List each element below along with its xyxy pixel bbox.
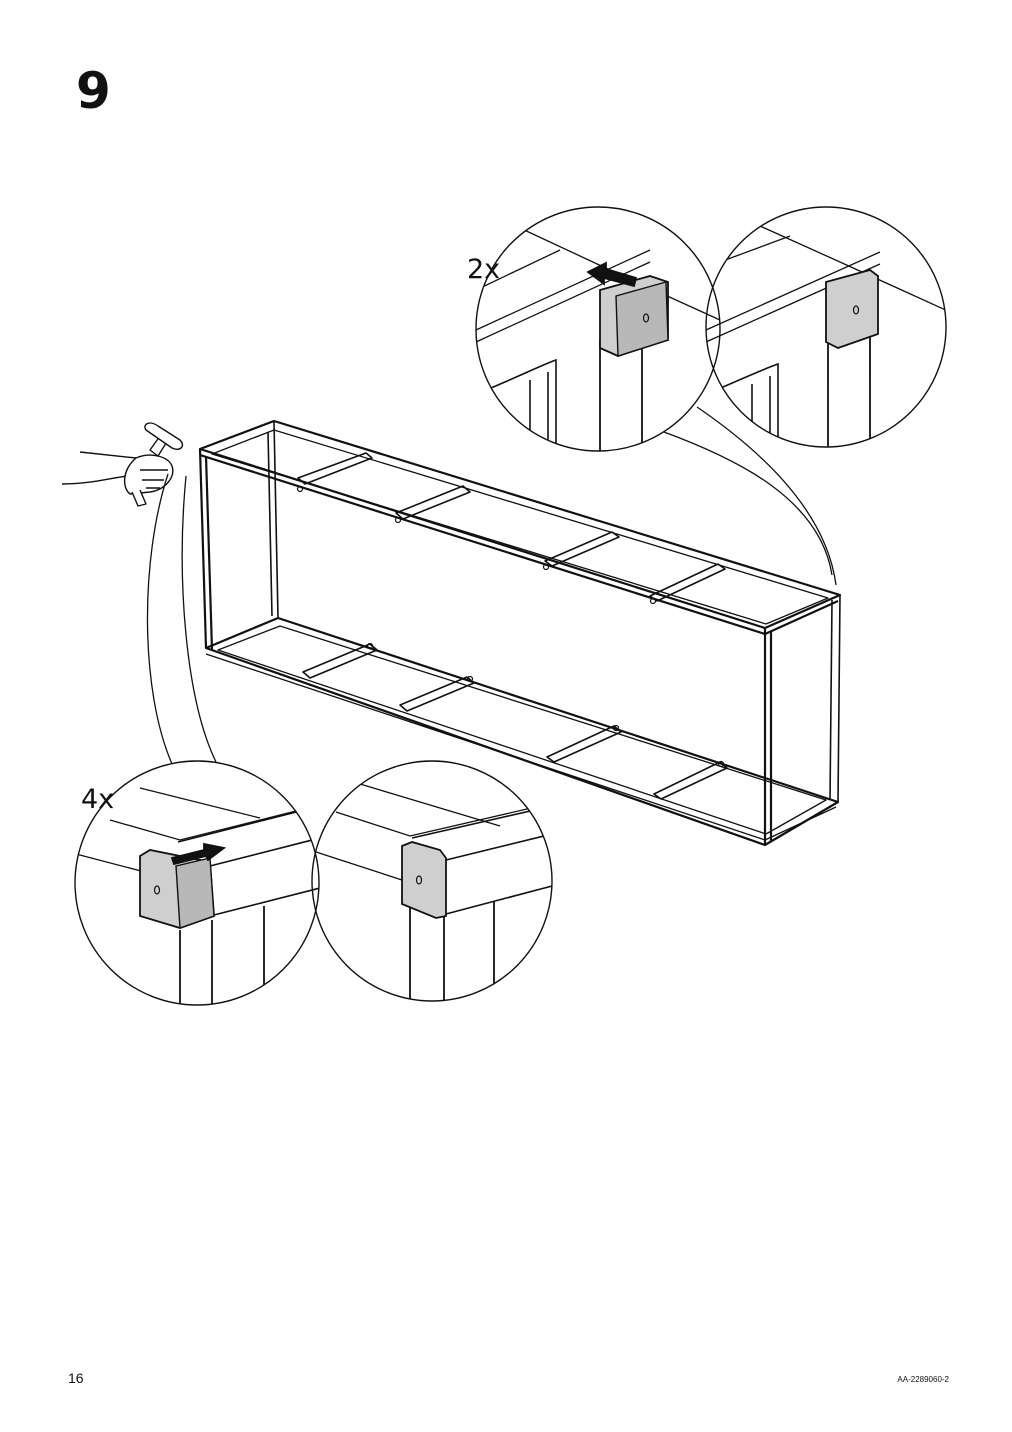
detail-top-result [706,225,946,447]
quantity-label-bottom: 4x [81,784,115,815]
detail-bottom-insert [75,787,319,1005]
shelf-frame [198,419,842,847]
step-number: 9 [76,62,111,120]
push-arrow-icon [170,842,227,866]
page-number: 16 [68,1370,84,1386]
callout-lines [146,406,837,765]
document-code: AA-2289060-2 [897,1375,949,1384]
hand-with-hammer-icon [61,422,184,507]
detail-top-insert [476,227,720,451]
detail-bottom-result [312,783,552,1001]
push-arrow-icon [586,261,638,288]
quantity-label-top: 2x [467,254,501,285]
